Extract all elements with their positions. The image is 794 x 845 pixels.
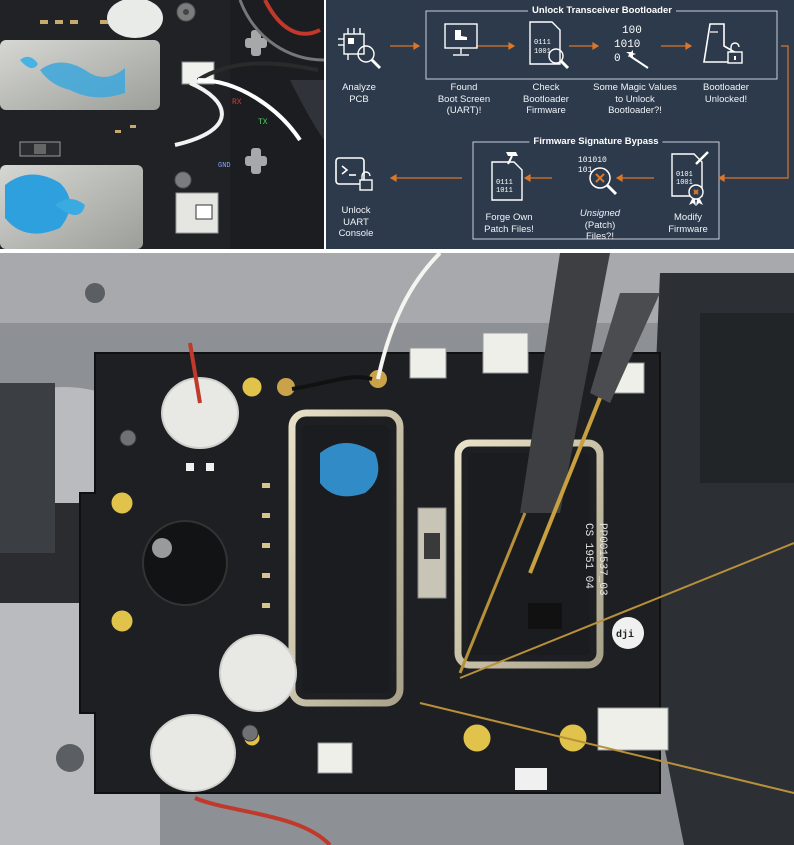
- unsigned-rest: (Patch) Files?!: [584, 219, 616, 243]
- top-box-title: Unlock Transceiver Bootloader: [528, 5, 676, 16]
- unsigned-word: Unsigned: [579, 208, 621, 219]
- pcb-board-drawing: PP001537_03 CS 1951 04 dji: [0, 253, 794, 845]
- pcb-uart-drawing: RX TX GND: [0, 0, 324, 249]
- bootloader-process-diagram: Unlock Transceiver Bootloader Firmware S…: [326, 0, 794, 249]
- magic-text-b: 1010: [614, 39, 640, 51]
- boot-unlock-icon: [703, 23, 743, 64]
- stage-bootloader-unlocked: Bootloader Unlocked!: [703, 82, 749, 105]
- stage-unsigned-files: Unsigned(Patch) Files?!: [552, 208, 648, 243]
- monitor-boot-icon: [444, 23, 478, 56]
- terminal-unlock-icon: [335, 157, 373, 191]
- pcb-magnifier-icon: [338, 28, 382, 70]
- file-search-icon: 0111 1001: [529, 21, 570, 70]
- sig-text-b: 101: [578, 166, 593, 175]
- magic-text-a: 100: [622, 25, 642, 37]
- stage-magic-values: Some Magic Values to Unlock Bootloader?!: [593, 82, 677, 116]
- signature-search-icon: 101010 101: [578, 156, 618, 196]
- dji-logo-text: dji: [616, 629, 634, 641]
- transceiver-pcb-photo: PP001537_03 CS 1951 04 dji: [0, 253, 794, 845]
- stage-found-boot-screen: Found Boot Screen (UART)!: [437, 82, 491, 116]
- mod-text-a: 0101: [676, 171, 693, 179]
- magic-text-c: 0: [614, 53, 621, 65]
- stage-unlock-uart: Unlock UART Console: [338, 205, 374, 239]
- board-code-text: PP001537_03: [596, 523, 608, 596]
- forge-text-a: 0111: [496, 179, 513, 187]
- pcb-label-rx: RX: [232, 98, 242, 107]
- sig-text-a: 101010: [578, 156, 607, 165]
- binary-text-a: 0111: [534, 39, 551, 47]
- stage-forge-patch: Forge Own Patch Files!: [484, 212, 534, 235]
- file-edit-icon: 0101 1001: [671, 151, 709, 206]
- mod-text-b: 1001: [676, 179, 693, 187]
- pcb-uart-photo: RX TX GND: [0, 0, 324, 249]
- pcb-label-gnd: GND: [218, 162, 231, 170]
- file-hammer-icon: 0111 1011: [491, 152, 523, 201]
- forge-text-b: 1011: [496, 187, 513, 195]
- board-batch-text: CS 1951 04: [582, 523, 594, 589]
- bottom-box-title: Firmware Signature Bypass: [529, 136, 663, 147]
- pcb-label-tx: TX: [258, 118, 268, 127]
- stage-check-bootloader: Check Bootloader Firmware: [523, 82, 569, 116]
- magic-binary-icon: 100 1010 0: [614, 25, 649, 69]
- binary-text-b: 1001: [534, 48, 551, 56]
- stage-modify-firmware: Modify Firmware: [668, 212, 708, 235]
- stage-analyze-pcb: Analyze PCB: [342, 82, 376, 105]
